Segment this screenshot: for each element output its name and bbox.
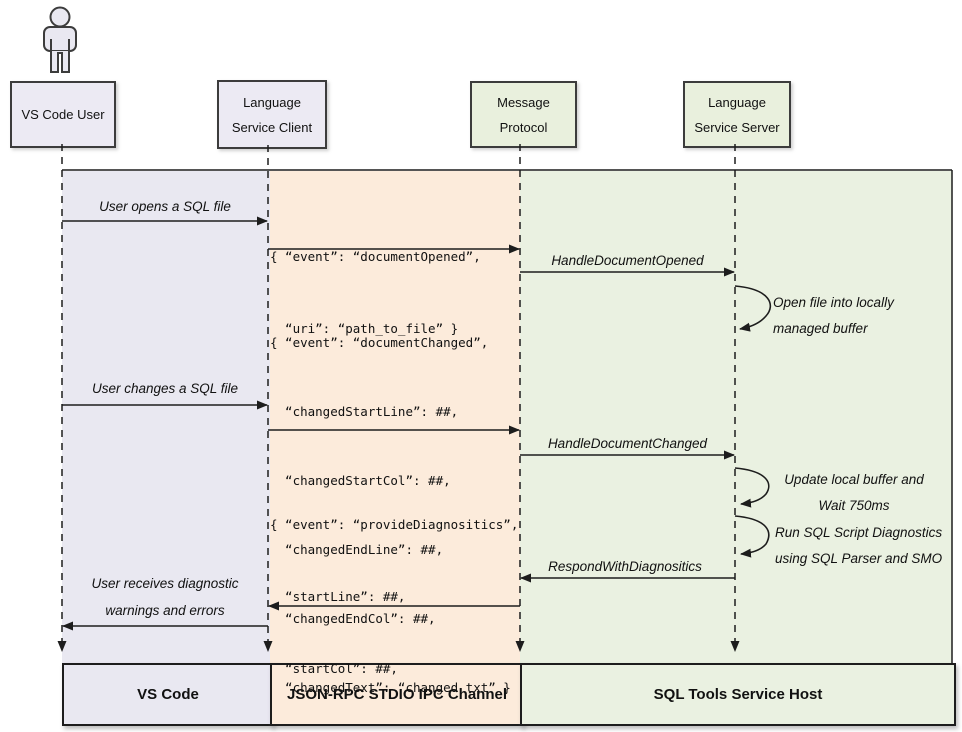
lane-band-vscode: [62, 171, 270, 663]
label-user-receives-diagnostics: User receives diagnostic warnings and er…: [62, 570, 268, 624]
payload-line: “uri”: “path_to_file” }: [270, 321, 459, 336]
user-actor-icon: [43, 6, 77, 73]
note-update-buffer-wait: Update local buffer and Wait 750ms: [770, 467, 938, 519]
lane-label: JSON-RPC STDIO IPC Channel: [286, 686, 508, 703]
actor-label: Language: [243, 94, 301, 110]
payload-line: { “event”: “provideDiagnositics”,: [270, 517, 519, 532]
lane-box-json-rpc-channel: JSON-RPC STDIO IPC Channel: [270, 663, 524, 726]
payload-line: “startLine”: ##,: [270, 589, 406, 604]
label-handle-document-changed: HandleDocumentChanged: [547, 436, 708, 451]
lane-band-ipc-channel: [270, 171, 520, 663]
note-line: Wait 750ms: [818, 498, 890, 513]
note-line: Update local buffer and: [784, 472, 924, 487]
actor-label: Protocol: [499, 119, 548, 135]
actor-box-language-service-client: Language Service Client: [217, 80, 327, 149]
payload-line: “startCol”: ##,: [270, 661, 398, 676]
payload-line: “changedText”: “changed txt” }: [270, 680, 511, 695]
payload-line: “changedEndLine”: ##,: [270, 542, 444, 557]
label-line: warnings and errors: [105, 603, 225, 618]
note-run-sql-diagnostics: Run SQL Script Diagnostics using SQL Par…: [775, 520, 942, 572]
actor-label: Service Server: [694, 119, 780, 135]
note-line: managed buffer: [773, 321, 868, 336]
actor-box-vscode-user: VS Code User: [10, 81, 116, 148]
label-line: User receives diagnostic: [91, 576, 239, 591]
note-line: Open file into locally: [773, 295, 894, 310]
actor-box-message-protocol: Message Protocol: [470, 81, 577, 148]
payload-line: { “event”: “documentChanged”,: [270, 335, 489, 350]
payload-line: “changedEndCol”: ##,: [270, 611, 436, 626]
payload-document-opened: { “event”: “documentOpened”, “uri”: “pat…: [270, 197, 481, 389]
payload-provide-diagnostics: { “event”: “provideDiagnositics”, “start…: [270, 465, 518, 732]
lane-box-sql-tools-service-host: SQL Tools Service Host: [520, 663, 956, 726]
payload-line: { “event”: “documentOpened”,: [270, 249, 481, 264]
loop-update-buffer: [734, 467, 770, 508]
label-user-opens-sql-file: User opens a SQL file: [99, 199, 231, 214]
actor-box-language-service-server: Language Service Server: [683, 81, 791, 148]
label-respond-with-diagnostics: RespondWithDiagnositics: [548, 559, 702, 574]
payload-line: “changedStartLine”: ##,: [270, 404, 459, 419]
note-open-file-into-buffer: Open file into locally managed buffer: [773, 290, 894, 342]
actor-label: Message: [497, 94, 550, 110]
lane-label: SQL Tools Service Host: [653, 686, 823, 703]
actor-label: Language: [708, 94, 766, 110]
note-line: Run SQL Script Diagnostics: [775, 525, 943, 540]
actor-label: Service Client: [231, 119, 313, 135]
label-user-changes-sql-file: User changes a SQL file: [91, 381, 239, 396]
lane-band-service-host: [520, 171, 952, 663]
label-handle-document-opened: HandleDocumentOpened: [551, 253, 704, 268]
actor-label: VS Code User: [21, 107, 105, 122]
lane-label: VS Code: [137, 686, 199, 703]
diagram-frame-border: [62, 169, 953, 664]
loop-open-buffer: [734, 285, 771, 332]
payload-document-changed: { “event”: “documentChanged”, “changedSt…: [270, 285, 511, 732]
payload-line: “changedStartCol”: ##,: [270, 473, 451, 488]
lane-box-vscode: VS Code: [62, 663, 274, 726]
note-line: using SQL Parser and SMO: [775, 551, 943, 566]
loop-run-diagnostics: [734, 515, 770, 558]
